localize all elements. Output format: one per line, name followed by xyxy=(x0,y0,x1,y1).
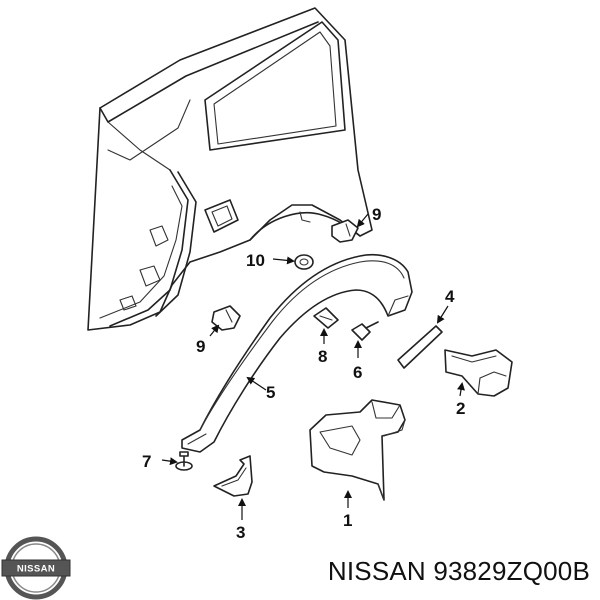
mud-flap xyxy=(309,399,406,501)
clip-9-left xyxy=(211,305,241,331)
callout-8: 8 xyxy=(318,347,327,366)
callout-7: 7 xyxy=(142,452,151,471)
screw-6 xyxy=(351,321,379,341)
callout-5: 5 xyxy=(266,383,275,402)
callout-1: 1 xyxy=(343,511,352,530)
leader-lines xyxy=(161,213,465,520)
callout-4: 4 xyxy=(445,287,455,306)
screw-7 xyxy=(175,451,193,471)
nissan-logo: NISSAN xyxy=(1,536,71,600)
callout-6: 6 xyxy=(353,363,362,382)
wheel-arch-molding xyxy=(181,254,413,453)
quarter-panel xyxy=(87,7,373,331)
clip-9-top xyxy=(331,219,359,243)
callout-9-top: 9 xyxy=(372,205,381,224)
logo-text: NISSAN xyxy=(17,564,55,575)
splash-guard xyxy=(444,349,513,397)
bracket xyxy=(213,455,253,497)
footer-caption: NISSAN 93829ZQ00B xyxy=(328,556,590,586)
protector-strip xyxy=(397,325,443,369)
callout-10: 10 xyxy=(246,251,265,270)
grommet-10 xyxy=(294,254,314,270)
callout-2: 2 xyxy=(456,399,465,418)
clip-8 xyxy=(313,307,339,329)
callout-9-left: 9 xyxy=(196,337,205,356)
callout-3: 3 xyxy=(236,523,245,542)
